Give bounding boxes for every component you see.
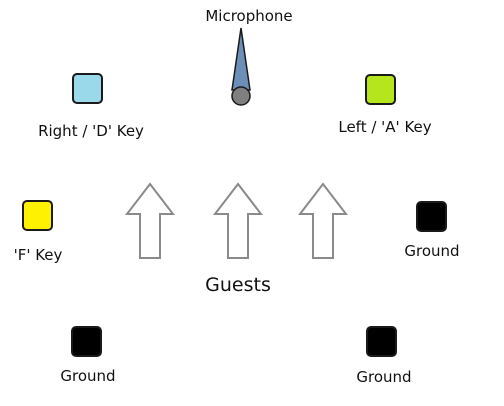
ground-marker-left-bottom: [71, 326, 102, 357]
f-key-marker: [22, 200, 53, 231]
guest-arrow-up-icon-3: [297, 182, 349, 259]
ground-label-left-bottom: Ground: [60, 367, 116, 385]
ground-marker-right-mid: [416, 201, 447, 232]
ground-label-right-bottom: Ground: [356, 368, 412, 386]
ground-label-right-mid: Ground: [404, 242, 460, 260]
microphone-label: Microphone: [205, 7, 293, 25]
f-key-label: 'F' Key: [13, 246, 63, 264]
right-d-key-label: Right / 'D' Key: [38, 122, 144, 140]
ground-marker-right-bottom: [366, 326, 397, 357]
right-d-key-marker: [72, 73, 103, 104]
microphone-icon: [231, 27, 251, 106]
guest-arrow-up-icon-1: [124, 182, 176, 259]
left-a-key-label: Left / 'A' Key: [338, 118, 432, 136]
left-a-key-marker: [365, 74, 396, 105]
guest-arrow-up-icon-2: [212, 182, 264, 259]
guests-label: Guests: [205, 274, 271, 296]
microphone-head: [231, 86, 251, 106]
